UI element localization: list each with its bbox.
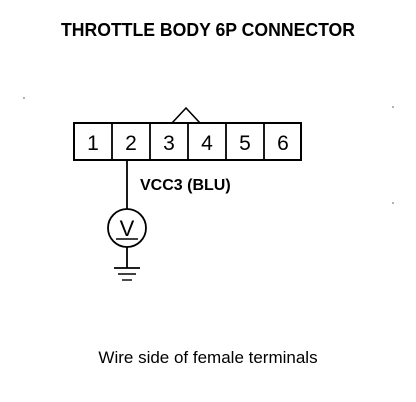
connector-pin-3: 3	[163, 132, 175, 155]
connector-pin-4: 4	[201, 132, 213, 155]
connector-body	[73, 122, 302, 161]
connector-key-icon	[171, 106, 201, 124]
connector-pin-1: 1	[87, 132, 99, 155]
diagram-title: THROTTLE BODY 6P CONNECTOR	[60, 20, 356, 40]
wire-label: VCC3 (BLU)	[140, 177, 231, 194]
scan-speck	[392, 106, 394, 108]
diagram-caption: Wire side of female terminals	[98, 348, 318, 367]
voltmeter-icon: V	[107, 208, 147, 248]
voltmeter-symbol: V	[120, 216, 135, 241]
connector-pin-6: 6	[277, 132, 289, 155]
ground-icon	[114, 267, 140, 281]
scan-speck	[392, 202, 394, 204]
connector-pin-2: 2	[125, 132, 137, 155]
scan-speck	[23, 97, 25, 99]
connector-pin-5: 5	[239, 132, 251, 155]
